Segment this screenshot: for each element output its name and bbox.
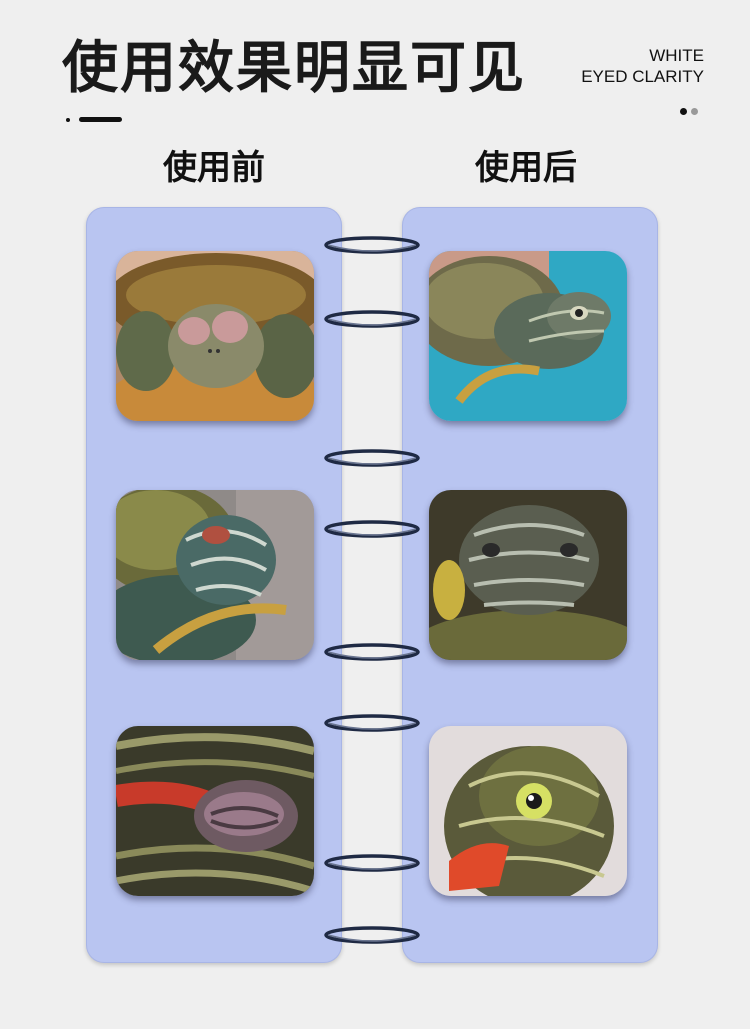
underline-bar — [79, 117, 122, 122]
english-tag: WHITE EYED CLARITY — [581, 45, 704, 87]
english-tag-line2: EYED CLARITY — [581, 67, 704, 86]
after-panel — [402, 207, 658, 963]
binder-ring — [320, 642, 424, 662]
before-label: 使用前 — [163, 148, 265, 188]
turtle-clear-eye-closeup-photo — [429, 726, 627, 896]
pager-dots — [680, 108, 700, 116]
pager-dot-inactive — [691, 108, 698, 115]
turtle-closed-eyes-closeup-photo — [116, 726, 314, 896]
binder-ring — [320, 713, 424, 733]
binder-rings — [316, 225, 436, 965]
underline-dot — [66, 118, 70, 122]
binder-ring — [320, 309, 424, 329]
binder-ring — [320, 235, 424, 255]
turtle-swollen-eyes-photo — [116, 251, 314, 421]
turtle-head-front-photo — [429, 490, 627, 660]
english-tag-line1: WHITE — [649, 46, 704, 65]
turtle-closed-eye-photo — [116, 490, 314, 660]
turtle-open-eye-water-photo — [429, 251, 627, 421]
pager-dot-active — [680, 108, 687, 115]
title-underline — [66, 117, 122, 123]
page-title: 使用效果明显可见 — [62, 36, 526, 101]
binder-ring — [320, 448, 424, 468]
after-label: 使用后 — [475, 148, 577, 188]
binder-ring — [320, 519, 424, 539]
before-panel — [86, 207, 342, 963]
binder-ring — [320, 853, 424, 873]
binder-ring — [320, 925, 424, 945]
